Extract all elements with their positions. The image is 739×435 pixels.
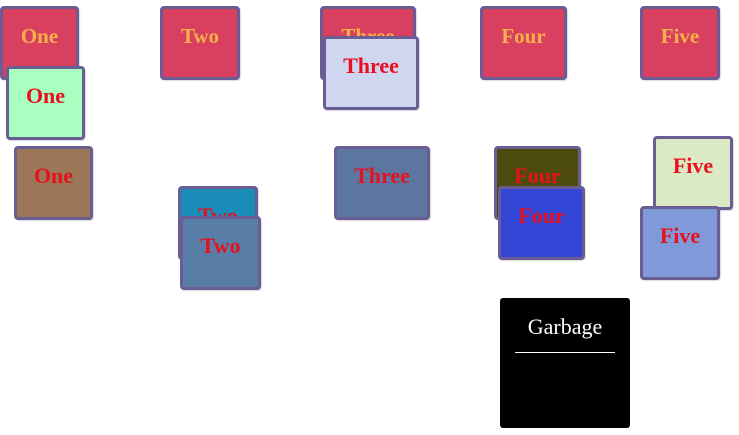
card-two-steel[interactable]: Two <box>180 216 261 290</box>
garbage-divider <box>515 352 615 353</box>
card-three-slate[interactable]: Three <box>334 146 430 220</box>
card-four-blue[interactable]: Four <box>498 186 585 260</box>
card-one-brown[interactable]: One <box>14 146 93 220</box>
header-tile-four[interactable]: Four <box>480 6 567 80</box>
header-tile-two[interactable]: Two <box>160 6 240 80</box>
card-one-mint[interactable]: One <box>6 66 85 140</box>
header-tile-five[interactable]: Five <box>640 6 720 80</box>
garbage-drop-zone[interactable]: Garbage <box>500 298 630 428</box>
garbage-label: Garbage <box>527 314 603 339</box>
card-three-lavender[interactable]: Three <box>323 36 419 110</box>
card-five-pale-green[interactable]: Five <box>653 136 733 210</box>
card-five-periwinkle[interactable]: Five <box>640 206 720 280</box>
